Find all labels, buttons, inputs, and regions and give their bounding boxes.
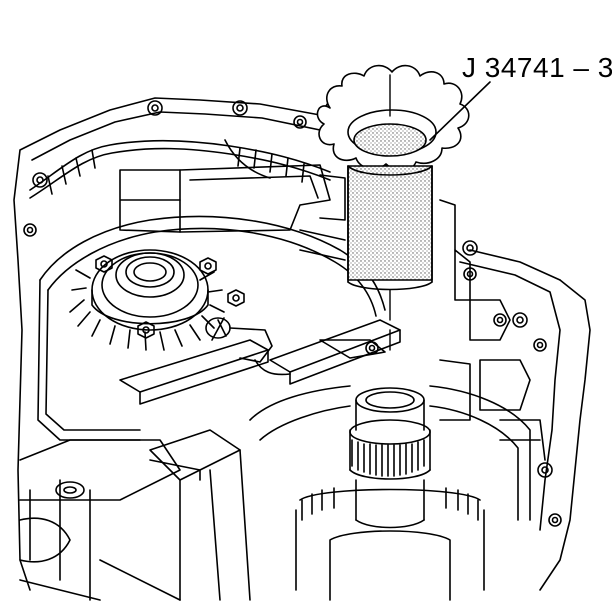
lower-left-case-details [19, 429, 251, 601]
case-cover-plate [37, 215, 386, 441]
right-case-details [439, 249, 546, 461]
speed-sensor [205, 317, 291, 376]
stator-shaft [349, 387, 431, 529]
wiring-harness [29, 139, 331, 199]
tool-j34741-3 [316, 64, 470, 351]
case-outer-flange [13, 94, 591, 591]
gear-bolts [95, 255, 245, 339]
reluctor-gear [69, 249, 225, 351]
clutch-drum [249, 385, 531, 601]
center-support-rail [119, 319, 401, 405]
flange-bolt-bosses [23, 100, 562, 527]
tool-callout-label: J 34741 – 3 [462, 52, 612, 83]
callout-leader [429, 81, 491, 141]
channel-plate [119, 164, 331, 233]
upper-right-details [299, 174, 456, 261]
